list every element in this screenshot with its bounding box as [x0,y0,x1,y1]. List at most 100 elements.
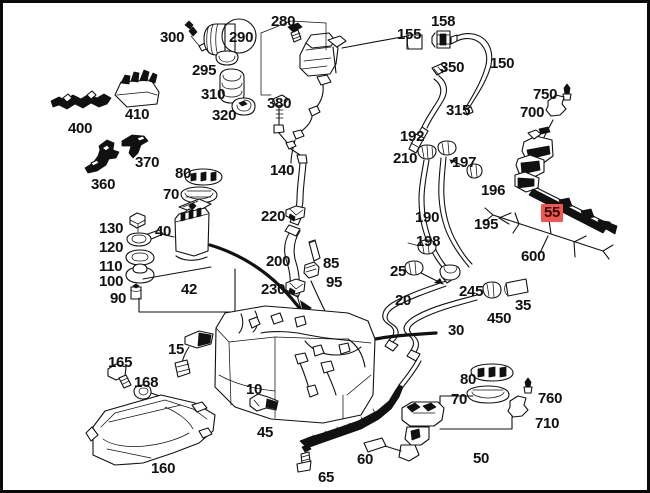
part-120-washer-ring [126,232,152,247]
callout-10: 10 [246,381,263,398]
callout-80-upper: 80 [175,165,192,182]
callout-760: 760 [538,390,563,407]
part-760-cap-plug [523,377,533,394]
part-370-bracket [121,134,149,159]
part-25-hose-clamp [404,260,444,285]
callout-165: 165 [108,354,133,371]
part-450-clamp [482,281,502,299]
part-196-clamp [466,163,483,179]
part-95-collar [303,261,320,279]
part-360-bracket [84,139,120,174]
part-110-washer [125,249,155,266]
part-310-filler-ring [219,68,245,104]
callout-85: 85 [323,255,340,272]
part-220-clip [285,205,306,222]
central-filler-housing [260,20,347,164]
callout-80-lower: 80 [460,371,477,388]
callout-315: 315 [446,102,471,119]
callout-197: 197 [452,154,477,171]
callout-360: 360 [91,176,116,193]
callout-200: 200 [266,253,291,270]
part-85-pipe-section [308,239,321,262]
callout-450: 450 [487,310,512,327]
callout-210: 210 [393,150,418,167]
callout-35: 35 [515,297,532,314]
part-150-vent-pipe [450,33,493,116]
callout-70-upper: 70 [163,186,180,203]
part-20-fuel-line [382,280,447,352]
callout-190: 190 [415,209,440,226]
callout-380: 380 [267,95,292,112]
part-165-bolt [107,363,132,389]
callout-295: 295 [192,62,217,79]
callout-280: 280 [271,13,296,30]
callout-300: 300 [160,29,185,46]
part-400-linkage [50,90,112,110]
part-40-fuel-pump-module [144,198,212,261]
callout-710: 710 [535,415,560,432]
callout-230: 230 [261,281,286,298]
callout-70-lower: 70 [451,391,468,408]
part-60-strap-band [299,358,422,449]
callout-245: 245 [459,283,484,300]
callout-110: 110 [99,258,123,275]
part-410-housing-cover [114,69,160,108]
callout-600: 600 [521,248,546,265]
callout-310: 310 [201,86,226,103]
callout-100: 100 [99,273,124,290]
part-195-wiring-harness [498,212,512,225]
callout-220: 220 [261,208,286,225]
callout-30: 30 [448,322,465,339]
callout-400: 400 [68,120,93,137]
part-10-fuel-tank [214,305,376,424]
part-245-sleeve [439,264,461,281]
callout-410: 410 [125,106,150,123]
callout-350: 350 [440,59,465,76]
part-198-clamp [417,239,437,255]
part-280-screw [287,22,303,43]
callout-168: 168 [134,374,159,391]
callout-90: 90 [110,290,127,307]
callout-158: 158 [431,13,456,30]
part-30-fuel-return-line [403,294,478,362]
callout-42: 42 [181,281,198,298]
callout-120: 120 [99,239,124,256]
part-80-locking-ring-upper [184,168,223,186]
part-750-cap-plug [562,83,572,101]
part-290-filler-cap [203,18,257,56]
callout-55-highlighted: 55 [541,204,564,222]
exploded-parts-drawing [50,18,618,473]
part-192-hose-piece [408,133,425,154]
part-65-expanding-rivet [296,444,312,473]
part-155-bushing [341,34,423,50]
callout-750: 750 [533,86,558,103]
callout-196: 196 [481,182,506,199]
callout-195: 195 [474,216,499,233]
callout-155: 155 [397,26,422,43]
part-35-sleeve [504,278,529,297]
part-210-clamp [417,144,437,160]
callout-370: 370 [135,154,160,171]
callout-50: 50 [473,450,490,467]
part-295-seal-ring [215,50,239,66]
part-320-gasket [231,97,256,116]
callout-150: 150 [490,55,515,72]
part-50-lock-bracket [363,401,445,462]
callout-95: 95 [326,274,343,291]
callout-198: 198 [416,233,441,250]
callout-40: 40 [155,223,172,240]
callout-60: 60 [357,451,374,468]
callout-20: 20 [395,292,412,309]
part-197-clamp [437,140,465,167]
part-90-cap [130,283,142,300]
part-45-connector-fitting [249,393,279,412]
part-130-nut [129,212,146,233]
callout-15: 15 [168,341,185,358]
callout-130: 130 [99,220,124,237]
part-15-fuel-level-sensor-cable [174,330,214,378]
callout-140: 140 [270,162,295,179]
part-160-heat-shield [85,394,216,466]
part-55-filler-neck-assembly [514,126,618,235]
part-70-sealing-ring-lower [466,385,510,404]
